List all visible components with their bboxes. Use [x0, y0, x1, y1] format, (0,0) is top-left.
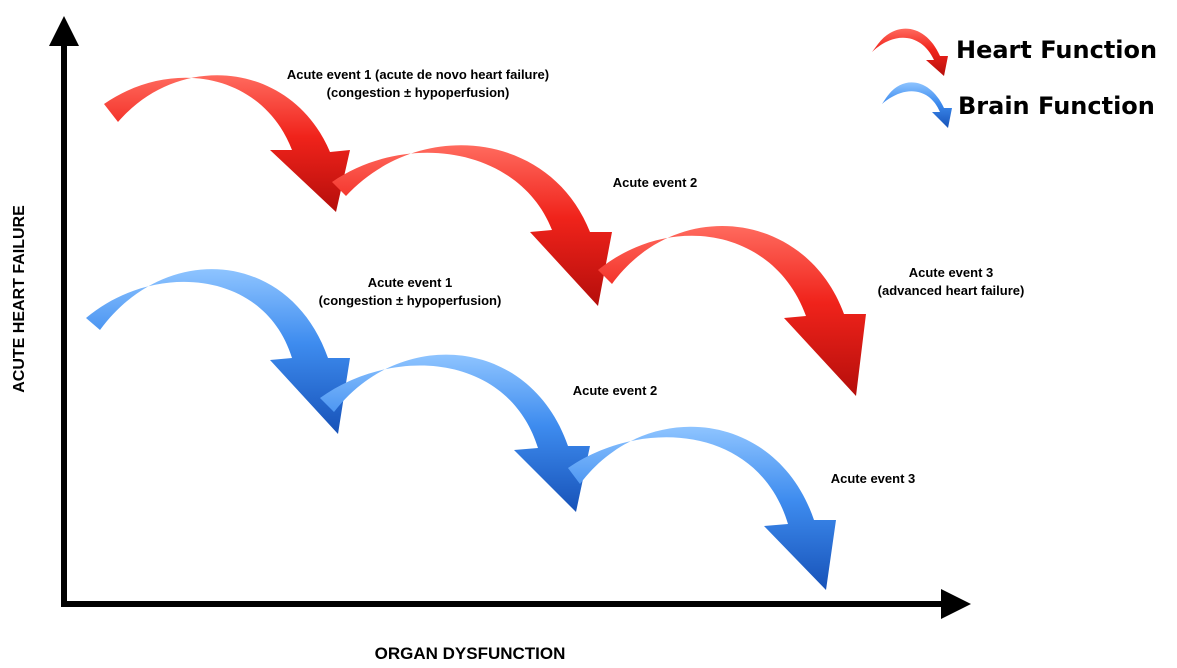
brain-event-3-title: Acute event 3 [808, 470, 938, 488]
legend-heart-swatch [872, 29, 948, 76]
heart-event-1-label: Acute event 1 (acute de novo heart failu… [258, 66, 578, 102]
brain-event-2-label: Acute event 2 [550, 382, 680, 400]
brain-event-1-label: Acute event 1 (congestion ± hypoperfusio… [290, 274, 530, 310]
brain-event-3-label: Acute event 3 [808, 470, 938, 488]
heart-event-2-title: Acute event 2 [590, 174, 720, 192]
brain-event-1-subtitle: (congestion ± hypoperfusion) [290, 292, 530, 310]
brain-event-2-title: Acute event 2 [550, 382, 680, 400]
legend-brain-swatch [882, 82, 952, 128]
heart-event-3-subtitle: (advanced heart failure) [856, 282, 1046, 300]
legend-brain-label: Brain Function [958, 92, 1155, 120]
legend-heart-label: Heart Function [956, 36, 1157, 64]
heart-event-3-title: Acute event 3 [856, 264, 1046, 282]
brain-arrow-2 [320, 355, 590, 512]
heart-event-1-subtitle: (congestion ± hypoperfusion) [258, 84, 578, 102]
y-axis-label: ACUTE HEART FAILURE [11, 169, 29, 429]
heart-event-2-label: Acute event 2 [590, 174, 720, 192]
heart-event-1-title: Acute event 1 (acute de novo heart failu… [258, 66, 578, 84]
x-axis-label: ORGAN DYSFUNCTION [320, 644, 620, 664]
heart-arrow-3 [598, 226, 866, 396]
heart-event-3-label: Acute event 3 (advanced heart failure) [856, 264, 1046, 300]
brain-arrow-3 [568, 427, 836, 590]
brain-event-1-title: Acute event 1 [290, 274, 530, 292]
